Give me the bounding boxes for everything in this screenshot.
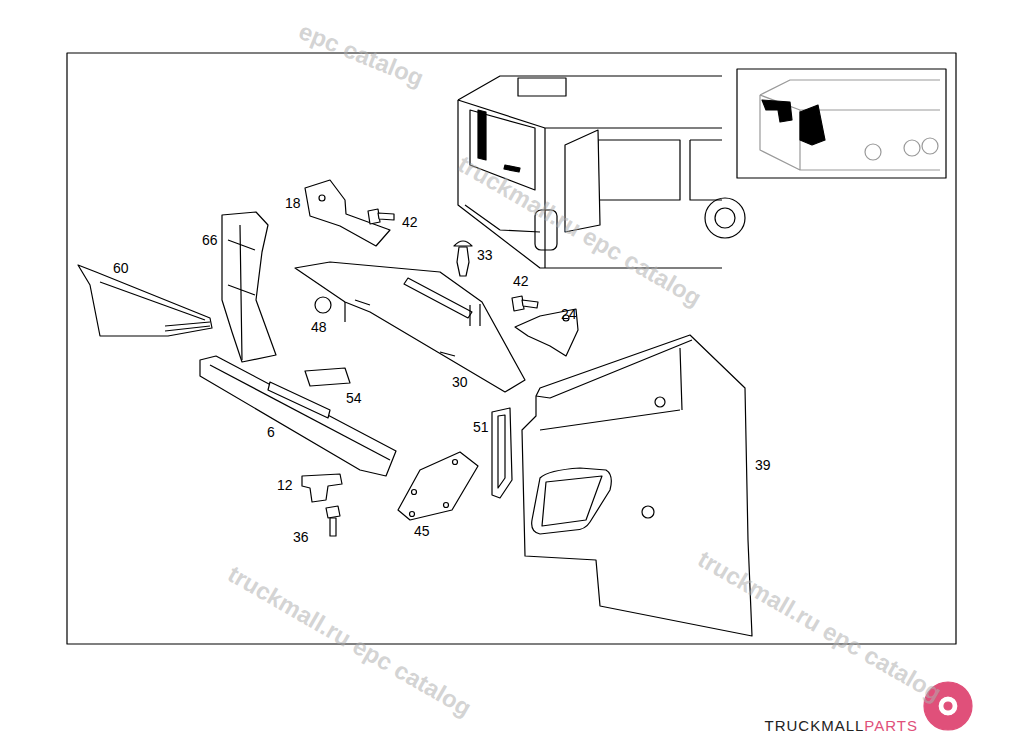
frame: [67, 53, 956, 644]
strip-51: [492, 408, 512, 498]
nut-48: [315, 297, 331, 313]
callout-number: 48: [311, 320, 327, 334]
callout-number: 12: [277, 478, 293, 492]
bus-outline: [458, 76, 745, 268]
part-60: [78, 265, 212, 336]
logo-text: PARTS: [864, 718, 918, 733]
watermark: epc catalog: [296, 19, 427, 91]
part-18: [305, 180, 390, 246]
callout-number: 60: [113, 261, 129, 275]
watermark: truckmall.ru epc catalog: [454, 152, 705, 311]
part-6: [200, 356, 396, 476]
clip-33: [454, 241, 472, 276]
cover-45: [398, 452, 478, 520]
watermark: truckmall.ru epc catalog: [694, 547, 945, 706]
callout-number: 36: [293, 530, 309, 544]
callout-number: 30: [452, 375, 468, 389]
part-66: [222, 212, 276, 362]
callout-number: 66: [202, 233, 218, 247]
logo-gear: [924, 682, 972, 730]
callout-number: 18: [285, 196, 301, 210]
callout-number: 6: [267, 425, 275, 439]
callout-number: 42: [402, 215, 418, 229]
bracket-12: [302, 474, 342, 536]
callout-number: 45: [414, 524, 430, 538]
panel-39: [522, 335, 752, 636]
callout-number: 54: [346, 391, 362, 405]
callout-number: 51: [473, 420, 489, 434]
logo-text: TRUCKMALL: [765, 718, 865, 733]
callout-number: 39: [755, 458, 771, 472]
watermark: truckmall.ru epc catalog: [224, 562, 475, 721]
inset-view: [737, 69, 946, 178]
callout-number: 33: [477, 248, 493, 262]
part-54: [305, 368, 350, 386]
callout-number: 42: [513, 274, 529, 288]
callout-number: 24: [561, 307, 577, 321]
part-30: [295, 262, 525, 392]
